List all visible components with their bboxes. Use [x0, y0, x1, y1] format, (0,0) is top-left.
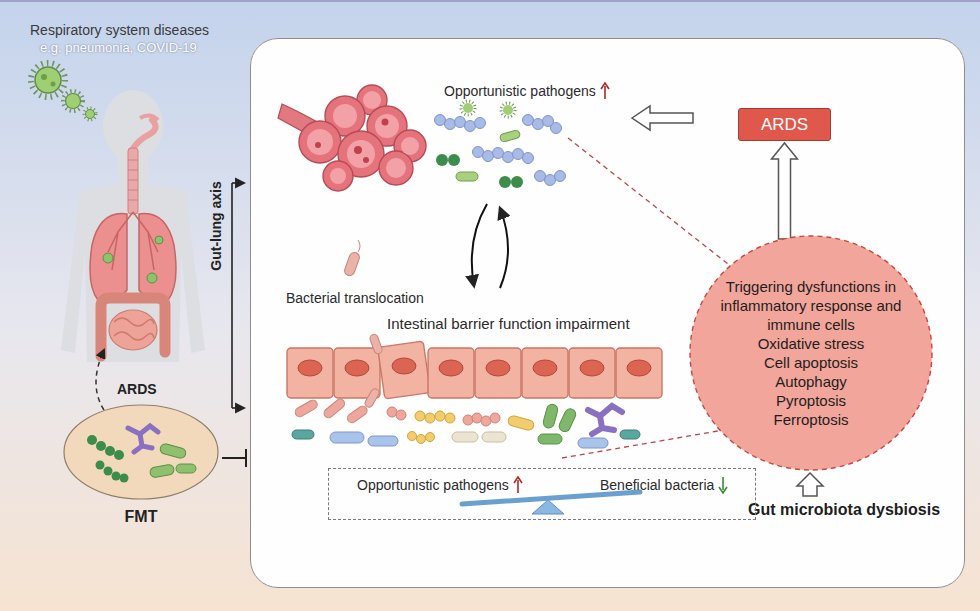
oval-label-row: FMT [63, 508, 219, 526]
outcome-box: ARDS [738, 108, 831, 141]
panel-label: Gut microbiota dysbiosis [748, 501, 940, 519]
bacterium-icon [343, 240, 361, 277]
seesaw [462, 492, 640, 514]
text-row: Gut microbiota dysbiosis [748, 501, 940, 519]
curved-arrow [500, 208, 508, 288]
virus-icons [31, 63, 96, 120]
increase-arrow [513, 476, 523, 494]
increase-arrow [600, 82, 610, 100]
axis-bracket [232, 183, 244, 408]
mechanism-text: Ferroptosis [773, 410, 848, 429]
alveoli [278, 85, 426, 191]
panel-ground [250, 38, 965, 588]
heading-label: Respiratory system diseases [30, 22, 209, 38]
panel-label: Intestinal barrier function impairment [387, 315, 630, 332]
example-label: e.g. pneumonia, COVID-19 [40, 40, 197, 55]
fmt-bacteria [64, 405, 218, 499]
hollow-arrow [632, 106, 693, 130]
curved-arrow [472, 204, 487, 286]
inhibition-line [222, 449, 246, 467]
arrow-shape [601, 83, 609, 99]
mechanism-panel: Opportunistic pathogensBacterial translo… [250, 38, 965, 588]
hollow-arrow [797, 473, 823, 496]
text-row: Bacterial translocation [286, 290, 424, 306]
axis-label: Gut-lung axis [207, 181, 223, 270]
mechanism-text: Cell apoptosis [764, 353, 858, 372]
decrease-arrow [718, 476, 728, 494]
human-figure [61, 90, 205, 362]
top-rule [0, 0, 980, 2]
oval-shape [63, 404, 219, 500]
mechanism-text: Oxidative stress [758, 334, 865, 353]
panel-label: Bacterial translocation [286, 290, 424, 306]
mechanism-text: Triggering dysfunctions in inflammatory … [713, 277, 909, 334]
hollow-connector [772, 143, 798, 239]
fmt-oval: FMT [63, 404, 219, 532]
text-row: Intestinal barrier function impairment [387, 315, 630, 332]
balance-label: Opportunistic pathogens [357, 477, 509, 493]
mechanism-text: Pyroptosis [776, 391, 846, 410]
oval-outline [64, 405, 218, 499]
epithelium [287, 333, 662, 408]
text-row: Beneficial bacteria [600, 476, 728, 494]
mechanism-circle: Triggering dysfunctions in inflammatory … [689, 235, 933, 471]
text-row: Opportunistic pathogens [444, 82, 610, 100]
balance-label: Beneficial bacteria [600, 477, 714, 493]
arrow-shape [719, 477, 727, 493]
circle-shape [689, 235, 933, 471]
dashed-arrow [96, 350, 104, 410]
box-label: ARDS [761, 115, 808, 135]
circle-outline [690, 236, 932, 470]
lung-pathogens [435, 101, 566, 188]
balance-box: Opportunistic pathogens Beneficial bacter… [328, 468, 756, 520]
disease-label: ARDS [117, 381, 157, 397]
panel-label: Opportunistic pathogens [444, 83, 596, 99]
text-row: Opportunistic pathogens [357, 476, 523, 494]
mechanism-text: Autophagy [775, 372, 847, 391]
oval-label: FMT [125, 508, 158, 526]
gut-bacteria [292, 397, 640, 448]
arrow-shape [514, 477, 522, 493]
